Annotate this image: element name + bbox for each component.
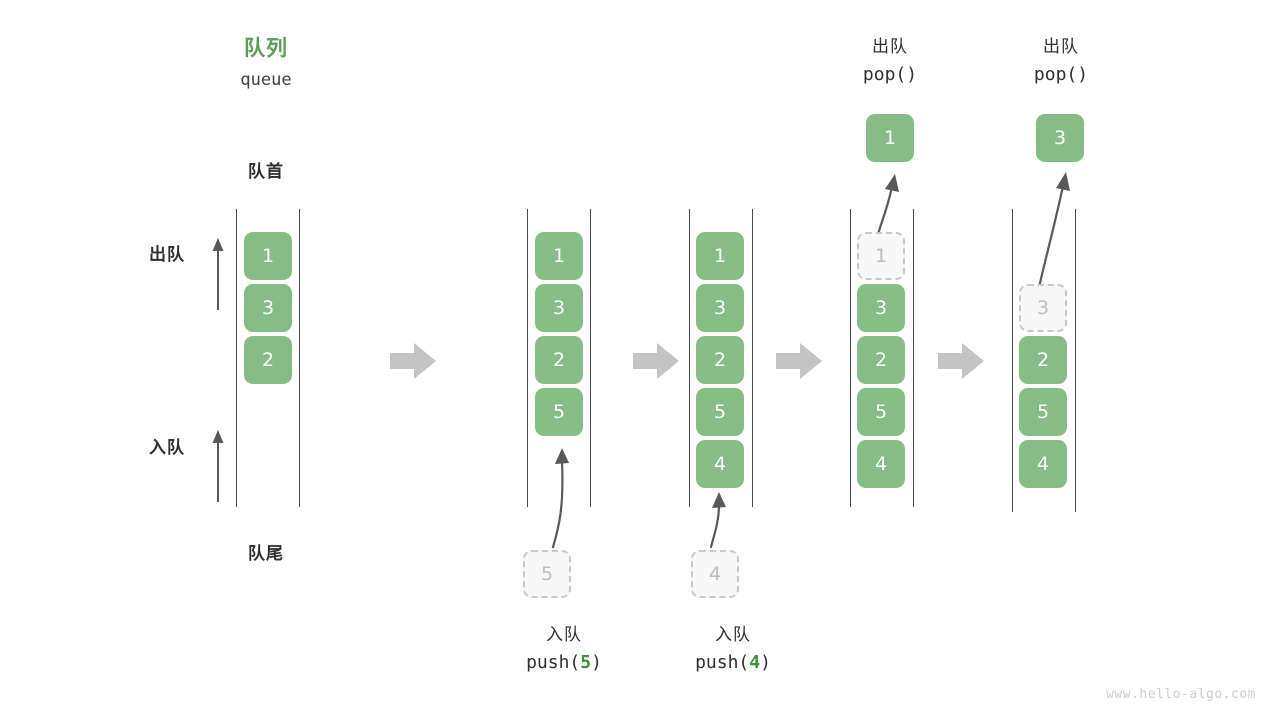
queue-cell: 4 (857, 440, 905, 488)
queue-cell: 4 (696, 440, 744, 488)
incoming-element: 5 (523, 550, 571, 598)
rail-left (1012, 209, 1013, 512)
queue-cell: 3 (696, 284, 744, 332)
push-code-prefix: push( (526, 652, 581, 673)
pop-caption-code: pop() (1033, 64, 1089, 85)
rail-right (299, 209, 300, 507)
queue-title-cn: 队列 (244, 37, 288, 60)
push-code-suffix: ) (760, 652, 771, 673)
push-code-suffix: ) (591, 652, 602, 673)
push-caption-code: push(4) (668, 652, 798, 673)
rail-right (1075, 209, 1076, 512)
queue-cell: 5 (1019, 388, 1067, 436)
rail-right (752, 209, 753, 507)
queue-cell: 2 (244, 336, 292, 384)
front-label: 队首 (248, 162, 284, 181)
push-arrow-icon (709, 492, 726, 549)
rail-left (527, 209, 528, 507)
incoming-element: 4 (691, 550, 739, 598)
rail-left (850, 209, 851, 507)
queue-cell: 4 (1019, 440, 1067, 488)
pop-caption: 出队 pop() (996, 32, 1126, 85)
queue-cell: 3 (857, 284, 905, 332)
rail-left (236, 209, 237, 507)
push-caption-cn: 入队 (546, 625, 582, 644)
queue-cell: 1 (696, 232, 744, 280)
enqueue-label: 入队 (149, 438, 185, 457)
dequeue-arrow-icon (212, 238, 224, 310)
outgoing-element: 1 (857, 232, 905, 280)
transition-arrow-icon (390, 343, 436, 379)
rail-right (913, 209, 914, 507)
queue-cell: 1 (535, 232, 583, 280)
push-caption-cn: 入队 (715, 625, 751, 644)
rail-left (689, 209, 690, 507)
queue-cell: 2 (1019, 336, 1067, 384)
outgoing-element: 3 (1019, 284, 1067, 332)
popped-element: 1 (866, 114, 914, 162)
push-caption: 入队 push(5) (499, 620, 629, 673)
queue-cell: 2 (535, 336, 583, 384)
push-arrow-icon (551, 448, 569, 549)
queue-cell: 5 (535, 388, 583, 436)
pop-caption: 出队 pop() (825, 32, 955, 85)
enqueue-arrow-icon (212, 430, 224, 502)
queue-cell: 5 (857, 388, 905, 436)
push-caption-code: push(5) (499, 652, 629, 673)
queue-cell: 3 (535, 284, 583, 332)
transition-arrow-icon (776, 343, 822, 379)
transition-arrow-icon (633, 343, 679, 379)
watermark: www.hello-algo.com (1106, 687, 1256, 702)
dequeue-label: 出队 (149, 245, 185, 264)
queue-cell: 2 (696, 336, 744, 384)
push-code-prefix: push( (695, 652, 750, 673)
popped-element: 3 (1036, 114, 1084, 162)
pop-caption-code: pop() (862, 64, 918, 85)
push-caption: 入队 push(4) (668, 620, 798, 673)
pop-arrow-icon (1036, 172, 1070, 294)
pop-caption-cn: 出队 (1043, 37, 1079, 56)
push-code-arg: 5 (580, 652, 592, 673)
rail-right (590, 209, 591, 507)
queue-cell: 2 (857, 336, 905, 384)
queue-title-code: queue (240, 70, 292, 90)
push-code-arg: 4 (749, 652, 761, 673)
pop-caption-cn: 出队 (872, 37, 908, 56)
queue-cell: 3 (244, 284, 292, 332)
queue-cell: 5 (696, 388, 744, 436)
queue-cell: 1 (244, 232, 292, 280)
rear-label: 队尾 (248, 544, 284, 563)
transition-arrow-icon (938, 343, 984, 379)
